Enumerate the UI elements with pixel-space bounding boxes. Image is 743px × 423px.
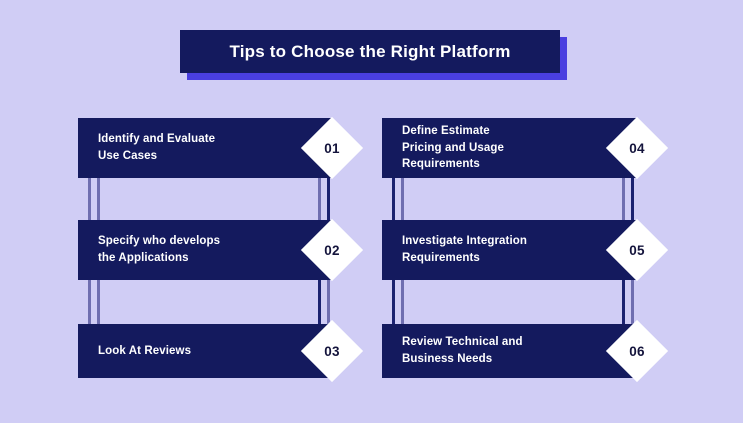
step-number-diamond-04 — [605, 116, 669, 180]
connector-left-c2 — [97, 280, 100, 324]
connector-right-c1 — [392, 280, 395, 324]
step-item-03-label: Look At Reviews — [98, 344, 192, 357]
connector-left-c1 — [88, 280, 91, 324]
step-item-06-label: Review Technical and Business Needs — [402, 336, 523, 365]
connector-right-b1 — [622, 178, 625, 220]
step-item-01[interactable]: Identify and Evaluate Use Cases 01 — [78, 116, 364, 180]
connector-right-d2 — [631, 280, 634, 324]
step-item-04-label: Define Estimate Pricing and Usage Requir… — [402, 124, 505, 171]
page-title: Tips to Choose the Right Platform — [229, 41, 511, 61]
step-item-05[interactable]: Investigate Integration Requirements 05 — [382, 218, 669, 282]
title-banner-box: Tips to Choose the Right Platform — [180, 30, 560, 73]
connector-right-b2 — [631, 178, 634, 220]
title-banner: Tips to Choose the Right Platform — [180, 30, 567, 80]
connector-left-b2 — [327, 178, 330, 220]
connector-right-a2 — [401, 178, 404, 220]
step-item-05-label: Investigate Integration Requirements — [402, 235, 527, 264]
connector-right-a1 — [392, 178, 395, 220]
step-item-06[interactable]: Review Technical and Business Needs 06 — [382, 319, 669, 383]
step-item-02-label: Specify who develops the Applications — [98, 235, 221, 264]
connector-left-d1 — [318, 280, 321, 324]
connector-left-a1 — [88, 178, 91, 220]
connector-left-a2 — [97, 178, 100, 220]
connector-right-c2 — [401, 280, 404, 324]
step-item-02[interactable]: Specify who develops the Applications 02 — [78, 218, 364, 282]
step-item-01-label: Identify and Evaluate Use Cases — [98, 133, 216, 162]
connector-right-d1 — [622, 280, 625, 324]
step-number-diamond-05 — [605, 218, 669, 282]
step-number-diamond-02 — [300, 218, 364, 282]
connector-left-b1 — [318, 178, 321, 220]
step-number-diamond-01 — [300, 116, 364, 180]
step-item-03[interactable]: Look At Reviews 03 — [78, 319, 364, 383]
step-item-04[interactable]: Define Estimate Pricing and Usage Requir… — [382, 116, 669, 180]
connector-left-d2 — [327, 280, 330, 324]
step-number-diamond-06 — [605, 319, 669, 383]
step-number-diamond-03 — [300, 319, 364, 383]
